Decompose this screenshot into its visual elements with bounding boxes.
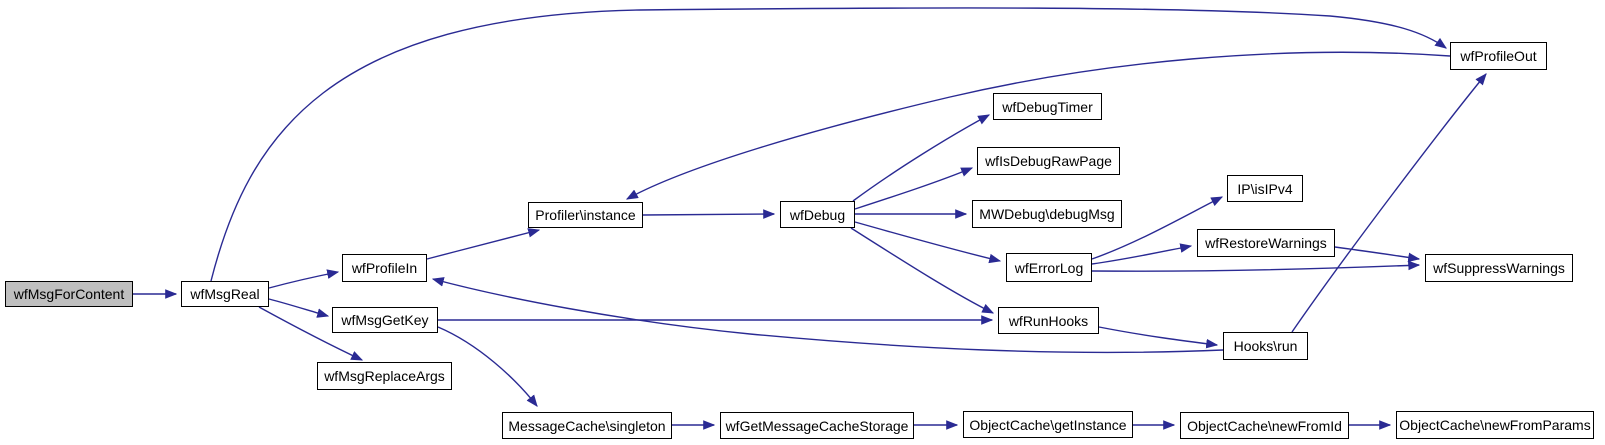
edge-wfRestoreWarnings-to-wfSuppressWarnings xyxy=(1334,246,1421,263)
edge-wfMsgReal-to-wfMsgGetKey xyxy=(268,298,330,318)
graph-node-label: wfRestoreWarnings xyxy=(1205,235,1327,251)
graph-node-ObjectCacheGetInstance[interactable]: ObjectCache\getInstance xyxy=(963,411,1133,438)
edge-wfRunHooks-to-HooksRun xyxy=(1098,326,1219,349)
graph-node-wfMsgGetKey[interactable]: wfMsgGetKey xyxy=(332,307,438,333)
edge-ProfilerInstance-to-wfDebug xyxy=(642,209,776,219)
graph-node-wfMsgReal[interactable]: wfMsgReal xyxy=(181,281,269,307)
graph-node-label: wfRunHooks xyxy=(1008,312,1089,329)
graph-node-label: ObjectCache\newFromParams xyxy=(1399,417,1591,433)
edge-wfDebug-to-wfErrorLog xyxy=(854,221,1002,264)
graph-node-wfProfileIn[interactable]: wfProfileIn xyxy=(342,254,427,282)
graph-node-wfGetMessageCacheStorage[interactable]: wfGetMessageCacheStorage xyxy=(720,412,914,439)
edge-wfDebug-to-wfIsDebugRawPage xyxy=(854,167,974,210)
edge-HooksRun-to-wfProfileOut xyxy=(1291,73,1487,333)
edge-wfErrorLog-to-wfRestoreWarnings xyxy=(1091,243,1193,265)
edge-wfErrorLog-to-wfSuppressWarnings xyxy=(1091,260,1421,272)
graph-node-label: IP\isIPv4 xyxy=(1237,180,1293,197)
graph-node-ObjectCacheNewFromParams[interactable]: ObjectCache\newFromParams xyxy=(1396,411,1594,439)
graph-node-label: Profiler\instance xyxy=(535,207,636,223)
graph-node-wfProfileOut[interactable]: wfProfileOut xyxy=(1450,42,1547,70)
graph-node-label: MessageCache\singleton xyxy=(508,417,666,434)
edge-wfDebug-to-wfRunHooks xyxy=(850,227,995,314)
graph-node-MWDebugDebugMsg[interactable]: MWDebug\debugMsg xyxy=(972,200,1122,228)
graph-node-wfDebugTimer[interactable]: wfDebugTimer xyxy=(993,93,1102,120)
edge-HooksRun-to-wfProfileIn xyxy=(431,277,1224,354)
graph-node-label: wfDebug xyxy=(789,206,846,223)
graph-node-wfMsgReplaceArgs[interactable]: wfMsgReplaceArgs xyxy=(317,362,452,390)
edge-wfMsgReal-to-wfProfileOut xyxy=(210,7,1447,282)
edge-wfMsgReal-to-wfProfileIn xyxy=(268,269,340,289)
graph-node-wfDebug[interactable]: wfDebug xyxy=(780,201,855,228)
graph-node-label: wfProfileOut xyxy=(1460,48,1537,64)
edge-wfMsgGetKey-to-MessageCacheSingleton xyxy=(437,326,538,407)
graph-node-label: wfErrorLog xyxy=(1014,259,1084,276)
graph-node-label: MWDebug\debugMsg xyxy=(979,206,1115,222)
graph-node-label: wfMsgReal xyxy=(190,286,260,302)
graph-node-wfErrorLog[interactable]: wfErrorLog xyxy=(1006,253,1092,282)
graph-node-label: wfIsDebugRawPage xyxy=(985,153,1112,169)
graph-node-HooksRun[interactable]: Hooks\run xyxy=(1223,332,1308,360)
edge-wfMsgReal-to-wfMsgReplaceArgs xyxy=(258,306,364,361)
graph-node-ObjectCacheNewFromId[interactable]: ObjectCache\newFromId xyxy=(1180,412,1349,439)
graph-node-label: wfProfileIn xyxy=(351,260,418,276)
edge-wfProfileOut-to-ProfilerInstance xyxy=(625,51,1451,200)
graph-node-label: Hooks\run xyxy=(1233,338,1298,354)
edge-wfErrorLog-to-IPisIPv4 xyxy=(1091,196,1224,260)
edge-wfProfileIn-to-ProfilerInstance xyxy=(426,228,541,260)
graph-node-label: ObjectCache\getInstance xyxy=(969,416,1127,433)
graph-node-wfIsDebugRawPage[interactable]: wfIsDebugRawPage xyxy=(977,147,1120,175)
graph-node-label: wfGetMessageCacheStorage xyxy=(725,417,909,434)
graph-node-IPisIPv4[interactable]: IP\isIPv4 xyxy=(1227,175,1303,202)
graph-node-label: wfSuppressWarnings xyxy=(1433,260,1565,276)
graph-node-wfSuppressWarnings[interactable]: wfSuppressWarnings xyxy=(1425,254,1573,282)
graph-node-label: wfDebugTimer xyxy=(1002,98,1093,115)
graph-node-MessageCacheSingleton[interactable]: MessageCache\singleton xyxy=(502,412,672,439)
graph-node-wfRestoreWarnings[interactable]: wfRestoreWarnings xyxy=(1197,229,1335,257)
graph-node-label: ObjectCache\newFromId xyxy=(1187,417,1342,434)
graph-node-wfMsgForContent: wfMsgForContent xyxy=(5,281,133,307)
edge-wfDebug-to-wfDebugTimer xyxy=(852,114,991,202)
graph-node-label: wfMsgForContent xyxy=(13,286,125,302)
graph-node-label: wfMsgGetKey xyxy=(341,312,429,328)
graph-node-wfRunHooks[interactable]: wfRunHooks xyxy=(998,307,1099,334)
graph-node-label: wfMsgReplaceArgs xyxy=(324,368,445,384)
graph-node-ProfilerInstance[interactable]: Profiler\instance xyxy=(528,202,643,228)
